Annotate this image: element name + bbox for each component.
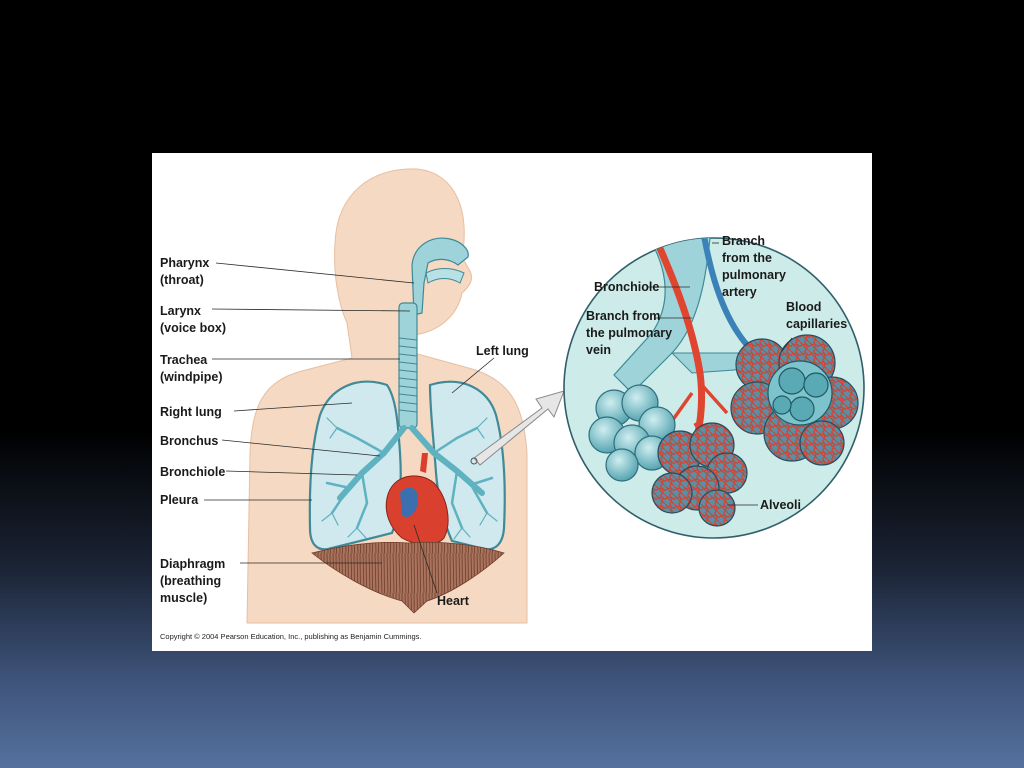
respiratory-system-figure: Pharynx (throat) Larynx (voice box) Trache… — [152, 153, 872, 651]
label-line: pulmonary — [722, 268, 786, 282]
label-left-lung: Left lung — [476, 344, 529, 358]
label-line: Pleura — [160, 493, 199, 507]
label-diaphragm: Diaphragm (breathing muscle) — [160, 557, 225, 605]
label-line: Pharynx — [160, 256, 209, 270]
right-lung-shape — [310, 382, 401, 550]
label-pharynx: Pharynx (throat) — [160, 256, 209, 287]
label-detail-bronchiole: Bronchiole — [594, 280, 659, 294]
label-line: Larynx — [160, 304, 201, 318]
label-line: Bronchiole — [594, 280, 659, 294]
label-line: Bronchus — [160, 434, 218, 448]
label-pleura: Pleura — [160, 493, 199, 507]
label-line: Trachea — [160, 353, 208, 367]
label-line: Branch from — [586, 309, 660, 323]
label-alveoli: Alveoli — [760, 498, 801, 512]
label-line: Diaphragm — [160, 557, 225, 571]
label-line: (breathing — [160, 574, 221, 588]
label-line: artery — [722, 285, 757, 299]
label-bronchus: Bronchus — [160, 434, 218, 448]
label-line: Right lung — [160, 405, 222, 419]
alveoli-cut-section — [768, 361, 832, 425]
label-line: Blood — [786, 300, 821, 314]
label-line: (throat) — [160, 273, 204, 287]
label-line: from the — [722, 251, 772, 265]
label-line: the pulmonary — [586, 326, 672, 340]
label-trachea: Trachea (windpipe) — [160, 353, 223, 384]
label-line: vein — [586, 343, 611, 357]
label-line: (windpipe) — [160, 370, 223, 384]
label-line: Left lung — [476, 344, 529, 358]
label-line: Alveoli — [760, 498, 801, 512]
figure-svg: Pharynx (throat) Larynx (voice box) Trache… — [152, 153, 872, 651]
alveoli-cluster-capillary — [652, 423, 747, 526]
label-line: Branch — [722, 234, 765, 248]
label-line: (voice box) — [160, 321, 226, 335]
label-bronchiole: Bronchiole — [160, 465, 225, 479]
label-line: Heart — [437, 594, 470, 608]
label-line: muscle) — [160, 591, 207, 605]
trachea-tube — [399, 303, 417, 428]
label-line: capillaries — [786, 317, 847, 331]
label-heart: Heart — [437, 594, 470, 608]
label-right-lung: Right lung — [160, 405, 222, 419]
label-line: Bronchiole — [160, 465, 225, 479]
copyright-text: Copyright © 2004 Pearson Education, Inc.… — [160, 632, 422, 641]
